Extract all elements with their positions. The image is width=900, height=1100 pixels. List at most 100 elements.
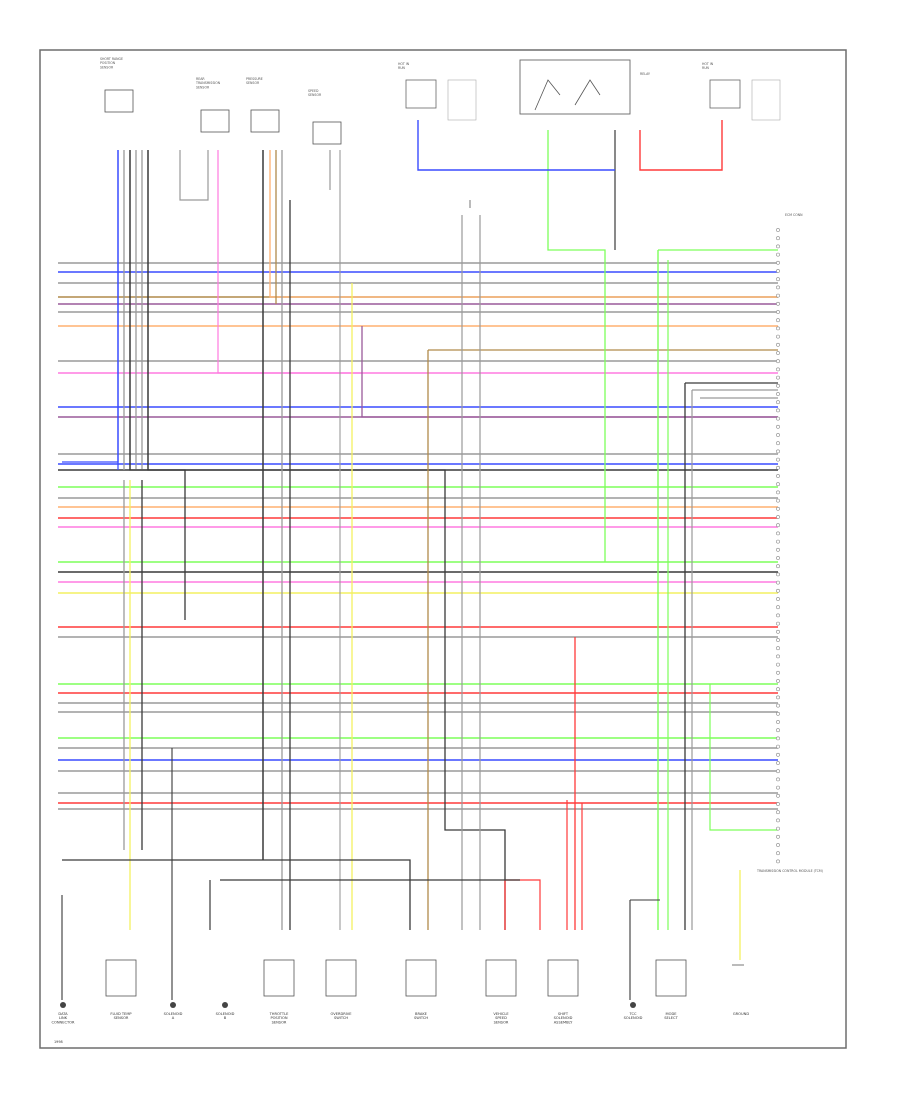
connector-pin xyxy=(776,260,780,265)
fuse-block-body xyxy=(405,79,437,109)
top-component-body xyxy=(312,121,342,145)
connector-pin xyxy=(776,679,780,683)
connector-pin xyxy=(776,547,780,552)
bottom-component-label: GROUND xyxy=(733,1012,749,1016)
connector-pin xyxy=(776,277,780,282)
connector-pin xyxy=(776,318,780,323)
connector-pin xyxy=(776,490,780,495)
bottom-terminal xyxy=(222,1002,228,1008)
connector-pin xyxy=(776,515,780,519)
connector-pin xyxy=(776,564,780,569)
footer-code: 1998 xyxy=(54,1040,63,1044)
connector-pin xyxy=(776,236,780,241)
wire-path xyxy=(147,150,506,930)
connector-pin xyxy=(776,498,780,503)
connector-pin xyxy=(776,572,780,577)
connector-pin xyxy=(776,334,780,339)
connector-pin xyxy=(776,736,780,741)
top-component-body xyxy=(104,89,134,113)
bottom-component-body xyxy=(655,959,687,997)
connector-pin xyxy=(776,802,780,806)
connector-pin xyxy=(776,843,780,847)
connector-pin xyxy=(776,720,780,724)
connector-pin xyxy=(776,826,780,831)
connector-pin xyxy=(776,859,780,864)
wire-path xyxy=(217,150,362,374)
wire-path xyxy=(62,150,119,463)
top-component-body xyxy=(250,109,280,133)
connector-pin xyxy=(776,687,780,692)
bottom-component-body xyxy=(547,959,579,997)
wire-group xyxy=(58,79,778,1000)
connector-pin xyxy=(776,654,780,659)
connector-pin xyxy=(776,400,780,405)
fuse-block-legend xyxy=(751,79,781,121)
connector-pin xyxy=(776,244,780,249)
connector-pin xyxy=(776,383,780,388)
relay-label: RELAY xyxy=(640,72,650,76)
connector-pin xyxy=(776,752,780,757)
connector-pin xyxy=(776,310,780,314)
connector-caption: TRANSMISSION CONTROL MODULE (TCM) xyxy=(756,869,823,873)
connector-pin xyxy=(776,441,780,446)
connector-pin xyxy=(776,818,780,823)
connector-pin xyxy=(776,482,780,487)
wire-path xyxy=(574,79,601,106)
wire-path xyxy=(417,120,615,171)
wire-path xyxy=(534,79,561,111)
connector-pin xyxy=(776,646,780,651)
connector-pin xyxy=(776,375,780,380)
connector-pin xyxy=(776,531,780,536)
bottom-component-body xyxy=(485,959,517,997)
bottom-component-body xyxy=(263,959,295,997)
connector-pin xyxy=(776,506,780,511)
connector-pin xyxy=(776,285,780,290)
connector-pin xyxy=(776,269,780,273)
connector-pin xyxy=(776,342,780,347)
wire-path xyxy=(62,859,411,930)
connector-pin xyxy=(776,465,780,470)
wire-path xyxy=(179,150,209,201)
wire-path xyxy=(639,120,723,171)
connector-pin xyxy=(776,293,780,298)
connector-pin xyxy=(776,621,780,626)
component-group xyxy=(60,59,781,1008)
relay-body xyxy=(519,59,631,115)
wire-path xyxy=(129,150,186,620)
connector-pin xyxy=(776,613,780,618)
connector-pin xyxy=(776,695,780,700)
connector-pin xyxy=(776,252,780,257)
connector-pin xyxy=(776,228,780,232)
connector-pin xyxy=(776,703,780,708)
connector-pin xyxy=(776,539,780,544)
connector-pin xyxy=(776,629,780,634)
connector-pin xyxy=(776,744,780,749)
connector-pin xyxy=(776,597,780,601)
connector-pin xyxy=(776,580,780,585)
fuse-block-legend xyxy=(447,79,477,121)
wire-path xyxy=(547,130,606,562)
connector-pin xyxy=(776,523,780,528)
bottom-terminal xyxy=(630,1002,636,1008)
connector-pin xyxy=(776,670,780,675)
connector-pin xyxy=(776,605,780,610)
connector-pin xyxy=(776,662,780,667)
connector-pin xyxy=(776,793,780,798)
connector-pin xyxy=(776,351,780,355)
